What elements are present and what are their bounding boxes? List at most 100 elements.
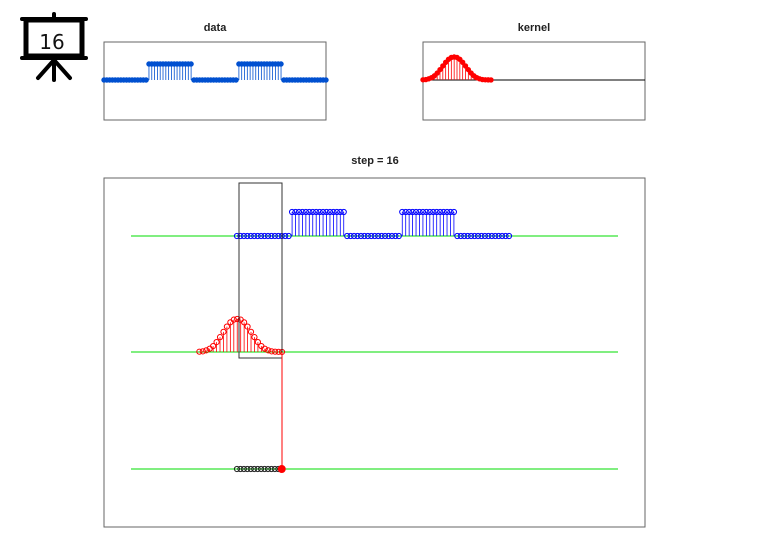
step-data-point xyxy=(392,232,399,240)
step-data-point xyxy=(447,208,454,216)
step-data-point xyxy=(271,232,278,240)
result-point xyxy=(261,465,268,473)
step-kernel-point xyxy=(268,348,275,355)
step-data-point xyxy=(443,208,451,216)
step-data-point xyxy=(375,232,382,240)
step-data-point xyxy=(495,232,502,240)
step-data-point xyxy=(261,232,268,240)
step-data-point xyxy=(454,232,461,240)
data-point xyxy=(278,61,284,67)
step-data-point xyxy=(361,232,368,240)
result-point xyxy=(237,465,244,473)
step-data-point xyxy=(461,232,468,240)
kernel-point xyxy=(459,59,466,65)
step-kernel-point xyxy=(275,348,282,355)
kernel-point xyxy=(434,70,440,76)
step-data-point xyxy=(502,232,509,240)
kernel-point xyxy=(462,63,469,69)
step-kernel-point xyxy=(234,315,241,323)
step-data-point xyxy=(247,232,254,240)
step-data-point xyxy=(323,208,330,216)
step-data-point xyxy=(237,232,244,240)
result-point xyxy=(240,465,247,473)
step-data-point xyxy=(316,208,323,216)
step-kernel-point xyxy=(223,323,231,330)
step-data-point xyxy=(450,208,458,216)
step-kernel-point xyxy=(230,316,237,323)
step-data-point xyxy=(419,208,427,216)
kernel-point xyxy=(488,77,494,83)
step-data-point xyxy=(485,232,492,240)
step-kernel-point xyxy=(261,345,268,352)
data-point xyxy=(233,77,239,83)
step-kernel-point xyxy=(199,348,206,355)
step-data-point xyxy=(505,232,513,240)
step-kernel-point xyxy=(241,319,248,326)
step-data-point xyxy=(306,208,313,216)
step-kernel-point xyxy=(216,334,224,341)
step-kernel-point xyxy=(210,342,217,350)
result-point xyxy=(251,465,258,473)
step-data-point xyxy=(492,232,499,240)
result-point xyxy=(254,465,261,473)
step-data-point xyxy=(288,208,296,216)
step-data-point xyxy=(258,232,265,240)
step-data-point xyxy=(292,208,299,216)
current-result-point xyxy=(277,465,286,473)
step-data-point xyxy=(412,208,420,216)
step-data-point xyxy=(354,232,361,240)
step-data-point xyxy=(388,232,396,240)
step-data-point xyxy=(233,232,241,240)
data-title: data xyxy=(203,22,227,34)
step-data-point xyxy=(378,232,385,240)
step-data-point xyxy=(309,208,316,216)
step-data-point xyxy=(254,232,261,240)
step-data-point xyxy=(430,208,437,216)
step-title: step = 16 xyxy=(351,155,399,167)
step-data-point xyxy=(282,232,289,240)
step-data-point xyxy=(395,232,402,240)
step-kernel-point xyxy=(265,347,272,354)
result-point xyxy=(268,465,275,473)
step-data-point xyxy=(313,208,320,216)
step-data-point xyxy=(402,208,409,216)
result-point xyxy=(258,465,265,473)
step-data-point xyxy=(457,232,464,240)
step-data-point xyxy=(433,208,440,216)
step-kernel-point xyxy=(196,348,203,355)
step-kernel-point xyxy=(272,348,279,355)
kernel-point xyxy=(465,66,472,73)
step-data-point xyxy=(440,208,447,216)
step-data-point xyxy=(244,232,251,240)
step-data-point xyxy=(326,208,334,216)
kernel-title: kernel xyxy=(517,22,551,34)
step-data-point xyxy=(240,232,247,240)
data-point xyxy=(143,77,149,83)
result-point xyxy=(247,465,254,473)
step-data-point xyxy=(364,232,371,240)
step-kernel-point xyxy=(247,328,255,335)
step-data-point xyxy=(371,232,378,240)
step-data-point xyxy=(275,232,282,240)
step-data-point xyxy=(340,208,347,216)
slide-number: 16 xyxy=(39,30,65,54)
step-data-point xyxy=(471,232,478,240)
step-data-point xyxy=(302,208,309,216)
data-point xyxy=(188,61,194,67)
step-data-point xyxy=(319,208,327,216)
step-data-point xyxy=(264,232,272,240)
step-data-point xyxy=(409,208,416,216)
step-data-point xyxy=(385,232,392,240)
step-kernel-point xyxy=(251,334,258,341)
result-point xyxy=(271,465,278,473)
kernel-point xyxy=(437,66,443,73)
step-kernel-point xyxy=(244,323,251,330)
overlap-window xyxy=(238,182,283,359)
step-kernel-point xyxy=(203,347,210,354)
result-point xyxy=(264,465,272,473)
step-data-point xyxy=(381,232,389,240)
step-data-point xyxy=(416,208,423,216)
step-kernel-point xyxy=(220,328,227,335)
step-data-point xyxy=(478,232,485,240)
